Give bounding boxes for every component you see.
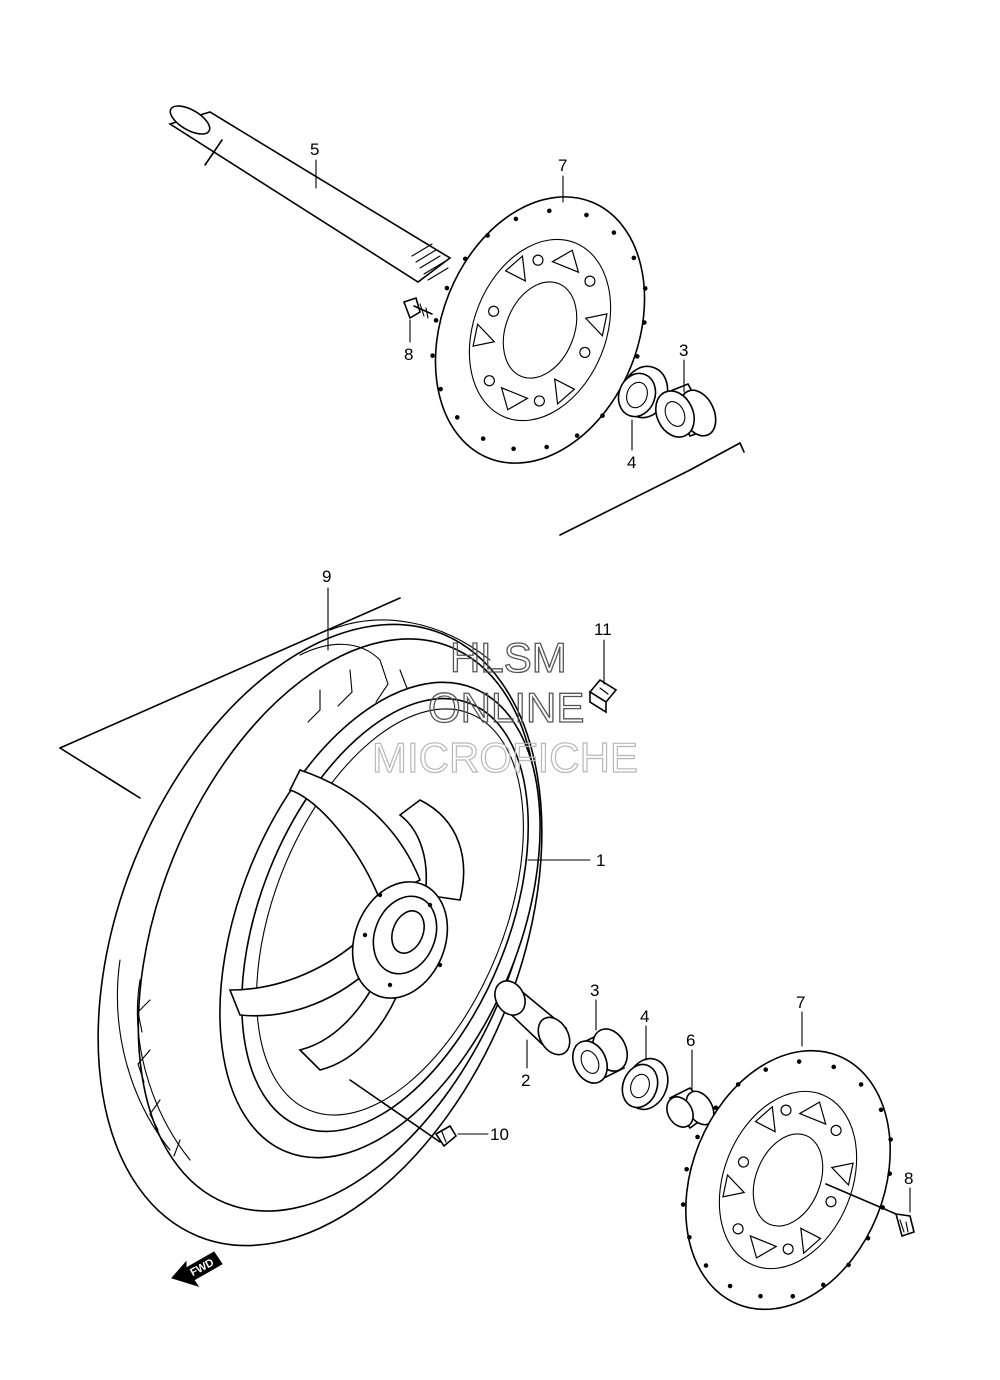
spacer-part-2[interactable]	[489, 975, 576, 1060]
perspective-guide-lines	[59, 442, 745, 799]
bearing-part-3-top[interactable]	[649, 382, 723, 443]
disc-bolt-part-8-top[interactable]	[402, 296, 433, 320]
disc-bolt-part-8-bottom[interactable]	[825, 1183, 915, 1238]
callout-7-bottom: 7	[796, 993, 805, 1012]
callout-5: 5	[310, 140, 319, 159]
brake-disc-part-7-bottom[interactable]	[643, 1017, 931, 1341]
leader-lines	[315, 159, 911, 1213]
arrow-left-icon	[171, 1251, 223, 1287]
wheel-part-1[interactable]	[157, 636, 604, 1204]
watermark-line-1: HLSM	[450, 634, 567, 681]
callout-3-top: 3	[679, 341, 688, 360]
callout-4-bottom: 4	[640, 1007, 649, 1026]
callout-11: 11	[594, 620, 612, 639]
watermark-line-3: MICROFICHE	[372, 734, 638, 781]
callout-labels: 5 7 8 3 4 9 11 1 3 4 2 6 7 10 8	[310, 140, 913, 1188]
bearing-part-3-bottom[interactable]	[566, 1023, 634, 1088]
callout-8-top: 8	[404, 345, 413, 364]
balancer-part-11[interactable]	[588, 678, 618, 714]
watermark-line-2: ONLINE	[428, 684, 584, 731]
callout-4-top: 4	[627, 453, 636, 472]
fwd-direction-marker: FWD	[171, 1251, 223, 1287]
callout-8-bottom: 8	[904, 1169, 913, 1188]
axle-part-5[interactable]	[166, 100, 452, 283]
valve-part-10[interactable]	[349, 1079, 458, 1148]
callout-6: 6	[686, 1031, 695, 1050]
callout-7-top: 7	[558, 156, 567, 175]
callout-1: 1	[596, 851, 605, 870]
callout-3-bottom: 3	[590, 981, 599, 1000]
callout-2: 2	[521, 1071, 530, 1090]
callout-9: 9	[322, 567, 331, 586]
oil-seal-part-4-bottom[interactable]	[617, 1053, 675, 1116]
brake-disc-part-7-top[interactable]	[392, 163, 687, 496]
watermark: HLSM ONLINE MICROFICHE	[371, 633, 638, 781]
callout-10: 10	[490, 1125, 509, 1144]
collar-part-6[interactable]	[662, 1086, 720, 1131]
